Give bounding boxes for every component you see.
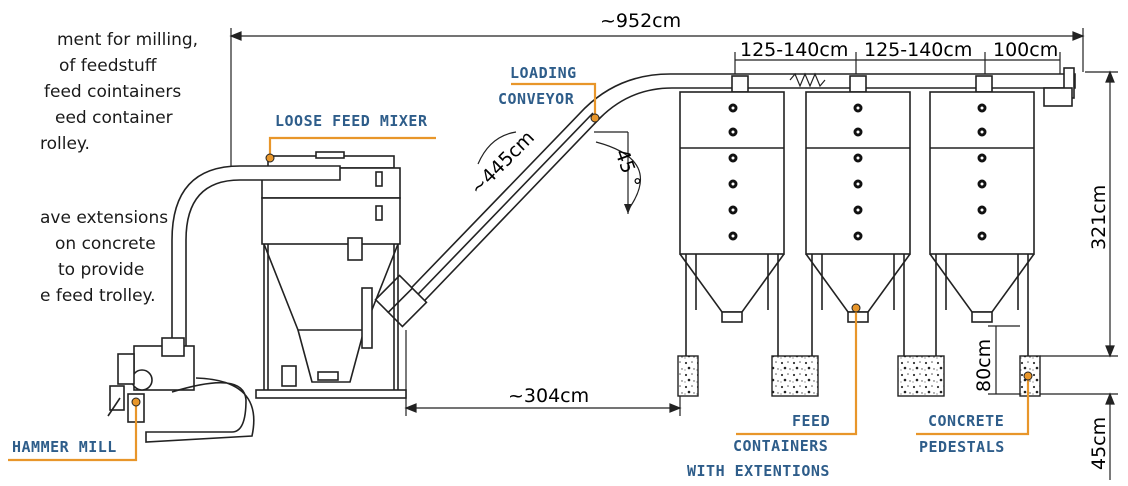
containers-label-line2: CONTAINERS (733, 437, 828, 455)
loading-label-line2: CONVEYOR (498, 90, 575, 108)
callout-labels: LOADING CONVEYOR LOOSE FEED MIXER HAMMER… (12, 64, 1005, 480)
bottom-height-label: 45cm (1088, 417, 1110, 470)
hammer-mill-label: HAMMER MILL (12, 438, 117, 456)
spacing-2-label: 125-140cm (864, 39, 972, 61)
height-dimension (1040, 70, 1118, 358)
horizontal-distance-label: ~304cm (508, 385, 589, 407)
description-line-9: e feed trolley. (40, 286, 156, 306)
mixer-label: LOOSE FEED MIXER (275, 112, 428, 130)
description-line-6: ave extensions (40, 208, 169, 228)
total-length-label: ~952cm (600, 10, 681, 32)
description-line-5: rolley. (40, 134, 90, 154)
containers-label-line1: FEED (792, 412, 830, 430)
spacing-3-label: 100cm (993, 39, 1058, 61)
feed-containers (679, 75, 1035, 356)
level-indicators (728, 103, 987, 241)
pedestals-label-line2: PEDESTALS (919, 438, 1005, 456)
conveyor-arc (477, 131, 517, 165)
loading-conveyor (374, 67, 1076, 328)
conveyor-angle-label: 45 ° (610, 146, 644, 191)
pedestals-label-line1: CONCRETE (928, 412, 1004, 430)
callout-dots (131, 113, 1033, 407)
pedestal-height-label: 80cm (973, 339, 995, 392)
spacing-dimensions (734, 52, 1061, 76)
loose-feed-mixer (255, 151, 407, 399)
description-line-8: to provide (58, 260, 145, 280)
loading-label-line1: LOADING (510, 64, 577, 82)
bottom-dimension (1105, 392, 1115, 480)
angle-indicator (594, 131, 642, 214)
description-line-4: eed container (55, 108, 173, 128)
height-label: 321cm (1088, 185, 1110, 250)
total-length-dimension (229, 28, 1085, 170)
description-line-3: feed cointainers (44, 82, 182, 102)
containers-label-line3: WITH EXTENTIONS (687, 462, 830, 480)
callout-leaders (8, 82, 1030, 462)
description-line-2: of feedstuff (59, 56, 157, 76)
description-line-7: on concrete (55, 234, 156, 254)
pedestal-dimension (988, 325, 1118, 395)
description-line-1: ment for milling, (57, 30, 199, 50)
horizontal-distance-dimension (404, 330, 682, 416)
spacing-1-label: 125-140cm (740, 39, 848, 61)
